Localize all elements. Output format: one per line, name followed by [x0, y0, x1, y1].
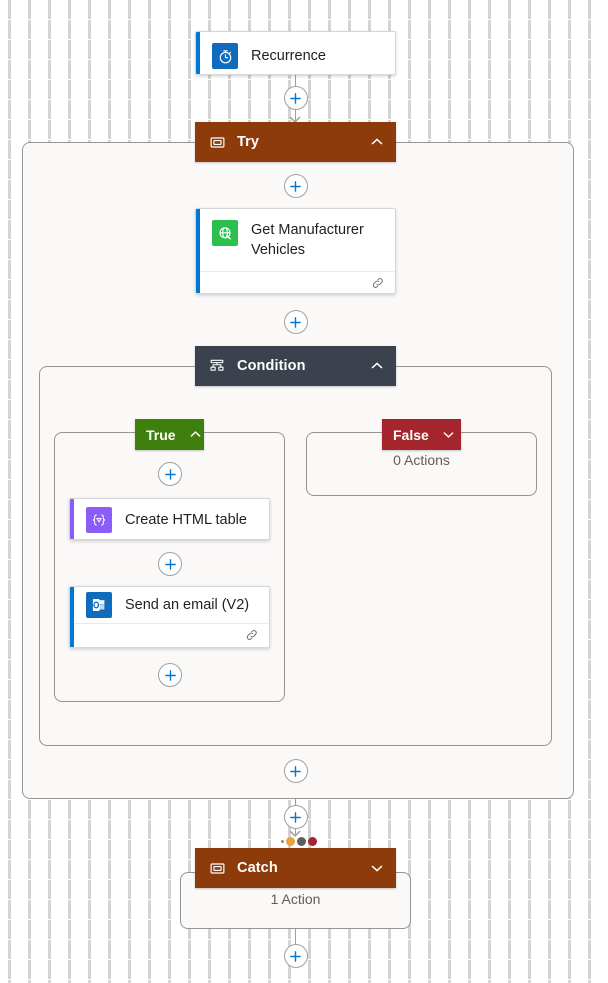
http-globe-icon [212, 220, 238, 246]
status-red [308, 836, 317, 846]
stopwatch-icon [212, 43, 238, 69]
edge-catch-to-plus [294, 928, 296, 944]
tiny-dot [281, 839, 284, 843]
get-vehicles-footer [196, 271, 395, 293]
create-html-table-title: Create HTML table [125, 512, 247, 528]
status-orange [286, 836, 295, 846]
condition-header[interactable]: Condition [195, 346, 396, 386]
send-email-title: Send an email (V2) [125, 597, 250, 613]
node-create-html-table[interactable]: Create HTML table [69, 498, 270, 540]
data-operations-icon [86, 507, 112, 533]
true-label: True [146, 426, 176, 443]
chevron-up-icon[interactable] [189, 428, 202, 441]
insert-inside-try-top-button[interactable] [283, 174, 308, 198]
condition-branch-icon [207, 356, 227, 376]
get-vehicles-title: Get Manufacturer Vehicles [251, 222, 364, 258]
get-vehicles-card-body: Get Manufacturer Vehicles [196, 209, 395, 271]
get-vehicles-accent-bar [196, 209, 200, 293]
link-icon[interactable] [245, 628, 259, 647]
chevron-down-icon[interactable] [370, 861, 384, 875]
node-get-manufacturer-vehicles[interactable]: Get Manufacturer Vehicles [195, 208, 396, 294]
create-html-table-card-body: Create HTML table [70, 499, 269, 539]
send-email-footer [70, 623, 269, 647]
try-scope-title: Try [237, 134, 260, 150]
recurrence-accent-bar [196, 32, 200, 74]
branch-label-true[interactable]: True [135, 419, 204, 450]
node-send-an-email[interactable]: Send an email (V2) [69, 586, 270, 648]
send-email-accent-bar [70, 587, 74, 647]
scope-icon [207, 858, 227, 878]
catch-scope-summary: 1 Action [270, 891, 321, 907]
try-scope-header[interactable]: Try [195, 122, 396, 162]
catch-scope-header[interactable]: Catch [195, 848, 396, 888]
status-gray [297, 836, 306, 846]
insert-after-catch-button[interactable] [283, 944, 308, 968]
insert-after-recurrence-button[interactable] [283, 86, 308, 110]
outlook-icon [86, 592, 112, 618]
chevron-down-icon[interactable] [442, 428, 455, 441]
insert-after-create-html-table-button[interactable] [158, 552, 182, 576]
recurrence-card-body: Recurrence [196, 32, 395, 74]
chevron-up-icon[interactable] [370, 359, 384, 373]
branch-label-false[interactable]: False [382, 419, 461, 450]
insert-true-bottom-button[interactable] [158, 663, 182, 687]
insert-inside-try-bottom-button[interactable] [283, 759, 308, 783]
run-after-status[interactable] [281, 836, 317, 846]
edge-recurrence-to-try [294, 74, 296, 90]
scope-icon [207, 132, 227, 152]
chevron-up-icon[interactable] [370, 135, 384, 149]
catch-scope-title: Catch [237, 860, 278, 876]
insert-after-try-button[interactable] [283, 805, 308, 829]
edge-try-to-catch-b [294, 829, 296, 836]
condition-title: Condition [237, 358, 306, 374]
node-recurrence[interactable]: Recurrence [195, 31, 396, 75]
edge-try-to-catch-a [294, 799, 296, 805]
send-email-card-body: Send an email (V2) [70, 587, 269, 623]
edge-plus-to-try [294, 108, 296, 122]
insert-after-get-vehicles-button[interactable] [283, 310, 308, 334]
link-icon[interactable] [371, 276, 385, 293]
false-label: False [393, 426, 429, 443]
false-branch-summary: 0 Actions [393, 452, 450, 468]
recurrence-title: Recurrence [251, 48, 326, 64]
create-html-table-accent-bar [70, 499, 74, 539]
insert-true-top-button[interactable] [158, 462, 182, 486]
